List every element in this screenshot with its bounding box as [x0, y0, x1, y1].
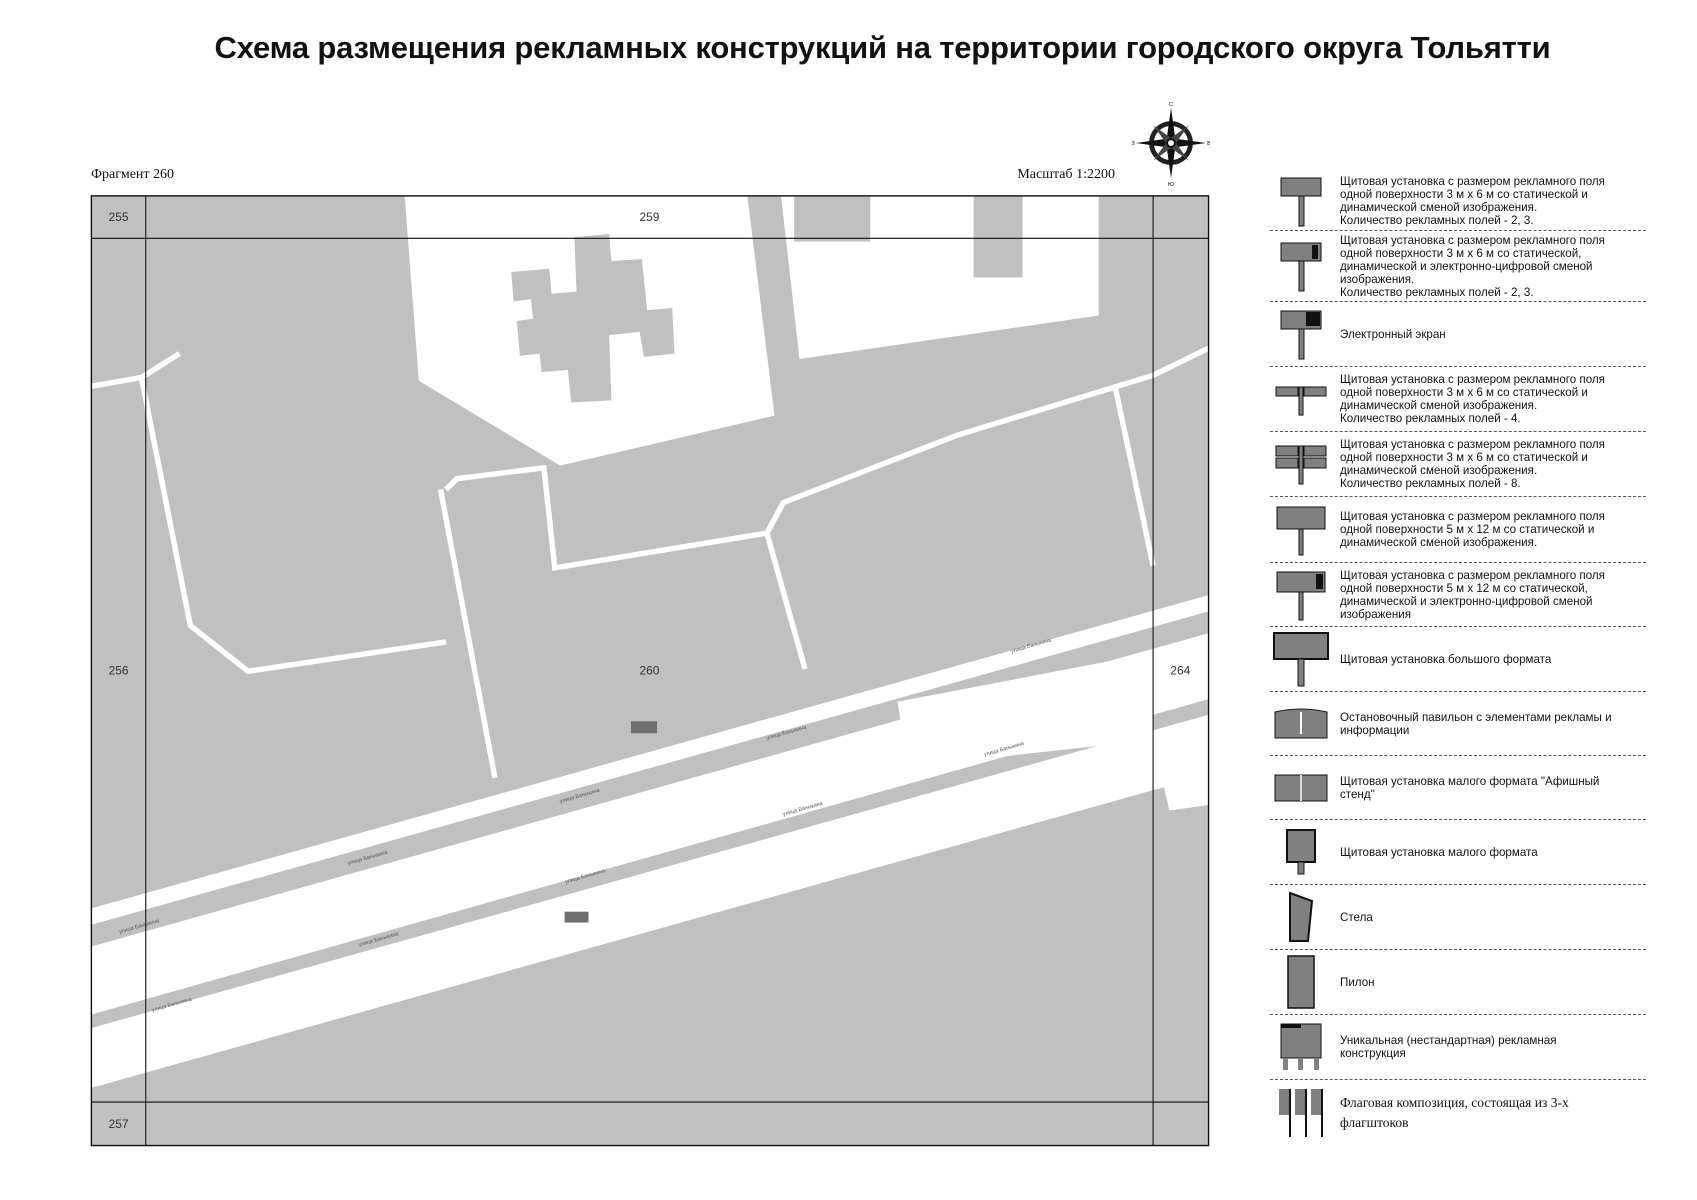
- legend-item: Щитовая установка с размером рекламного …: [1270, 231, 1646, 302]
- legend-item: Пилон: [1270, 950, 1646, 1015]
- legend-text: Электронный экран: [1340, 327, 1446, 341]
- stele-icon: [1270, 891, 1332, 943]
- sidewalk: [91, 595, 1209, 925]
- compass-rose-icon: С Ю З В: [1132, 102, 1210, 186]
- legend-item: Щитовая установка малого формата "Афишны…: [1270, 756, 1646, 820]
- legend-text: Остановочный павильон с элементами рекла…: [1340, 710, 1612, 737]
- legend-item: Стела: [1270, 885, 1646, 950]
- legend-text: Щитовая установка с размером рекламного …: [1340, 568, 1605, 621]
- legend-item: Щитовая установка с размером рекламного …: [1270, 563, 1646, 627]
- legend-item: Электронный экран: [1270, 302, 1646, 367]
- building: [511, 195, 1023, 403]
- bus-stop-pavilion-icon: [1270, 706, 1332, 742]
- legend-item: Щитовая установка с размером рекламного …: [1270, 367, 1646, 432]
- billboard-8-fields-icon: [1270, 442, 1332, 486]
- billboard-3x6-digital-icon: [1270, 240, 1332, 292]
- legend-text: Щитовая установка с размером рекламного …: [1340, 438, 1605, 490]
- legend: Щитовая установка с размером рекламного …: [1270, 172, 1646, 1146]
- grid-label[interactable]: 259: [639, 210, 659, 224]
- legend-text: Щитовая установка малого формата: [1340, 845, 1538, 859]
- legend-text: Щитовая установка с размером рекламного …: [1340, 233, 1605, 299]
- grid-label[interactable]: 264: [1170, 664, 1190, 678]
- legend-item: Уникальная (нестандартная) рекламная кон…: [1270, 1015, 1646, 1080]
- legend-text: Флаговая композиция, состоящая из 3-х фл…: [1340, 1095, 1569, 1130]
- page-title: Схема размещения рекламных конструкций н…: [214, 30, 1551, 65]
- ad-construction-marker[interactable]: [630, 721, 658, 734]
- lot-area: [1153, 728, 1209, 811]
- unique-construction-icon: [1270, 1022, 1332, 1072]
- billboard-3x6-icon: [1270, 175, 1332, 227]
- small-format-board-icon: [1270, 828, 1332, 876]
- grid-label[interactable]: 256: [109, 664, 129, 678]
- compass-west: З: [1132, 141, 1135, 147]
- legend-item: Щитовая установка малого формата: [1270, 820, 1646, 885]
- legend-text: Щитовая установка большого формата: [1340, 652, 1552, 666]
- map-frame: [90, 195, 1210, 1147]
- compass-south: Ю: [1168, 182, 1174, 186]
- legend-text: Щитовая установка малого формата "Афишны…: [1340, 774, 1600, 801]
- compass-east: В: [1207, 141, 1210, 147]
- grid-lines: [91, 195, 1209, 1146]
- fragment-label: Фрагмент 260: [91, 167, 175, 182]
- flag-composition-icon: [1270, 1087, 1332, 1139]
- legend-item: Щитовая установка с размером рекламного …: [1270, 497, 1646, 563]
- pylon-icon: [1270, 954, 1332, 1010]
- billboard-4-fields-icon: [1270, 379, 1332, 419]
- legend-text: Щитовая установка с размером рекламного …: [1340, 373, 1605, 425]
- poster-stand-icon: [1270, 773, 1332, 803]
- legend-item: Щитовая установка большого формата: [1270, 627, 1646, 692]
- grid-label[interactable]: 257: [109, 1117, 129, 1131]
- scale-label: Масштаб 1:2200: [1017, 167, 1115, 182]
- large-format-billboard-icon: [1270, 631, 1332, 687]
- legend-text: Стела: [1340, 910, 1373, 924]
- lot-area: [897, 652, 1154, 767]
- legend-text: Щитовая установка с размером рекламного …: [1340, 510, 1605, 549]
- ad-construction-marker[interactable]: [564, 911, 589, 923]
- billboard-5x12-digital-icon: [1270, 569, 1332, 621]
- legend-item: Щитовая установка с размером рекламного …: [1270, 172, 1646, 231]
- billboard-5x12-icon: [1270, 504, 1332, 556]
- legend-text: Щитовая установка с размером рекламного …: [1340, 175, 1605, 227]
- grid-label[interactable]: 255: [109, 210, 129, 224]
- roadway: [91, 714, 1209, 1088]
- legend-item: Остановочный павильон с элементами рекла…: [1270, 692, 1646, 756]
- legend-item: Флаговая композиция, состоящая из 3-х фл…: [1270, 1080, 1646, 1146]
- compass-north: С: [1169, 102, 1173, 108]
- legend-item: Щитовая установка с размером рекламного …: [1270, 432, 1646, 497]
- grid-label: 260: [639, 664, 659, 678]
- legend-text: Уникальная (нестандартная) рекламная кон…: [1340, 1034, 1557, 1060]
- electronic-screen-icon: [1270, 308, 1332, 360]
- legend-text: Пилон: [1340, 975, 1375, 989]
